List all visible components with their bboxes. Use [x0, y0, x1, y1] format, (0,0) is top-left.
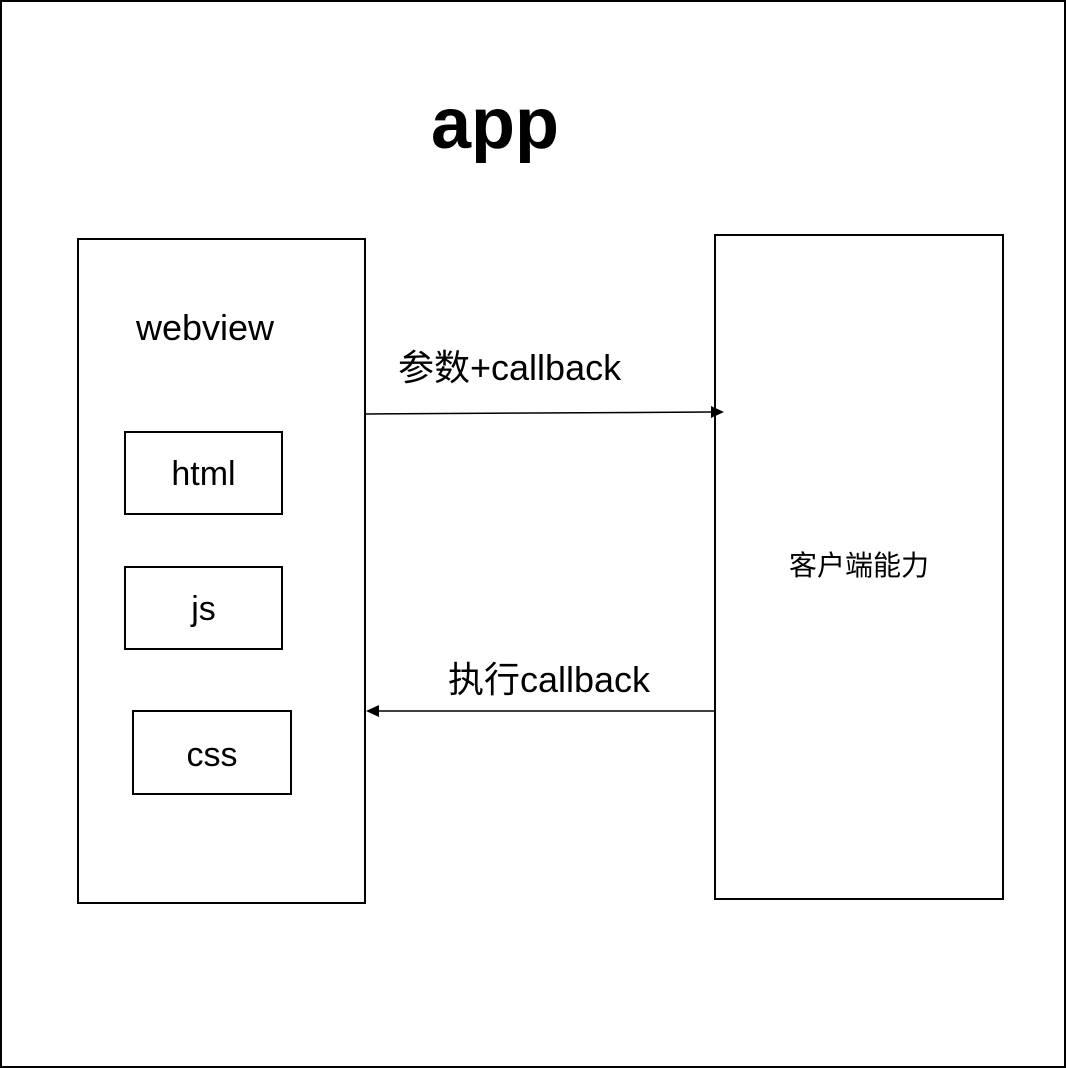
html-component-box: html	[124, 431, 283, 515]
css-component-box: css	[132, 710, 292, 795]
diagram-title: app	[430, 84, 559, 164]
request-arrow-label: 参数+callback	[398, 347, 622, 388]
response-arrow	[366, 705, 714, 717]
html-label: html	[171, 455, 236, 493]
js-component-box: js	[124, 566, 283, 650]
response-arrow-label: 执行callback	[448, 659, 651, 700]
client-capability-label: 客户端能力	[788, 550, 929, 581]
request-arrow	[365, 406, 724, 418]
css-label: css	[186, 736, 238, 774]
js-label: js	[191, 590, 216, 628]
client-capability-box: 客户端能力	[714, 234, 1004, 900]
webview-label: webview	[136, 307, 275, 348]
